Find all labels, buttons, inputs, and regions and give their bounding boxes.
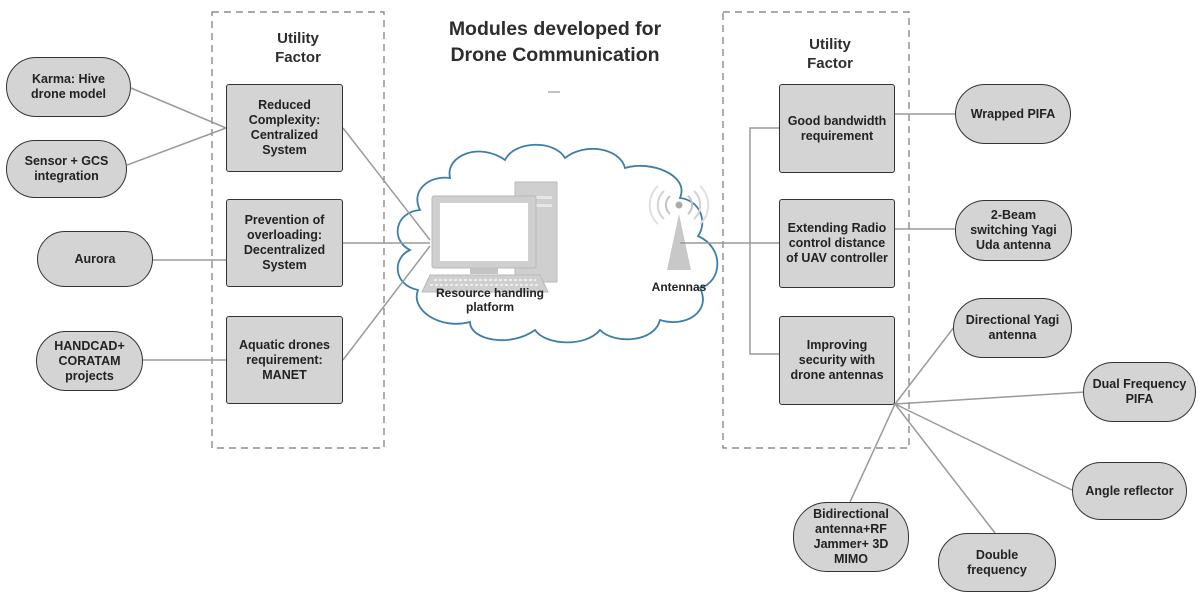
left-group-heading: Utility Factor — [248, 29, 348, 67]
node-text-line: switching Yagi — [970, 223, 1057, 237]
node-text-line: overloading: — [246, 228, 322, 242]
factor-security-antennas: Improving security with drone antennas — [779, 316, 895, 405]
node-text-line: Karma: Hive — [32, 72, 105, 86]
source-aurora: Aurora — [37, 231, 153, 287]
connector-lines — [126, 87, 1086, 534]
node-text-line: 2-Beam — [990, 208, 1037, 222]
node-text-line: Angle reflector — [1085, 483, 1174, 498]
output-double-frequency: Double frequency — [938, 533, 1056, 592]
node-text-line: Aurora — [74, 251, 116, 266]
heading-line: Utility — [809, 36, 851, 53]
node-text-line: Reduced — [258, 98, 311, 112]
diagram-title: Modules developed for Drone Communicatio… — [405, 16, 705, 68]
antenna-icon — [648, 185, 710, 270]
heading-line: Factor — [807, 55, 853, 72]
node-text-line: Jammer+ 3D — [813, 537, 889, 551]
right-utility-group-frame — [722, 11, 910, 449]
node-text-line: control distance — [788, 236, 886, 250]
label-line: Resource handling — [435, 286, 545, 300]
output-dual-frequency-pifa: Dual Frequency PIFA — [1083, 362, 1196, 422]
node-text-line: Improving — [806, 338, 868, 352]
heading-line: Factor — [275, 49, 321, 66]
node-text-line: drone model — [30, 87, 106, 101]
source-karma-hive: Karma: Hive drone model — [6, 57, 131, 117]
node-text-line: Aquatic drones — [239, 337, 330, 352]
node-text-line: projects — [65, 368, 114, 383]
node-text-line: antenna+RF — [815, 522, 887, 536]
right-group-heading: Utility Factor — [780, 35, 880, 73]
node-text-line: MANET — [262, 367, 307, 382]
node-text-line: Dual Frequency — [1092, 377, 1187, 391]
node-text-line: Wrapped PIFA — [970, 106, 1056, 121]
node-text-line: CORATAM — [58, 353, 121, 368]
node-text-line: Double frequency — [967, 547, 1027, 577]
antenna-label: Antennas — [651, 280, 707, 294]
cloud-shape — [396, 143, 719, 344]
factor-manet: Aquatic drones requirement: MANET — [226, 316, 343, 404]
node-text-line: Complexity: — [248, 113, 321, 127]
node-text-line: integration — [34, 169, 99, 183]
node-text-line: HANDCAD+ — [54, 338, 125, 353]
node-text-line: requirement — [800, 128, 874, 143]
node-text-line: Uda antenna — [975, 238, 1051, 252]
node-text-line: security with — [798, 353, 876, 367]
diagram-title-line: Modules developed for — [448, 18, 662, 40]
source-handcad-coratam: HANDCAD+ CORATAM projects — [36, 331, 143, 391]
computer-icon — [421, 181, 558, 293]
node-text-line: drone antennas — [790, 368, 884, 382]
output-angle-reflector: Angle reflector — [1072, 462, 1187, 520]
node-text-line: Sensor + GCS — [24, 154, 109, 168]
node-text-line: Extending Radio — [787, 221, 887, 235]
node-text-line: requirement: — [246, 352, 323, 367]
node-text-line: System — [262, 143, 307, 157]
node-text-line: System — [262, 258, 307, 272]
diagram-title-line: Drone Communication — [450, 44, 660, 66]
node-text-line: PIFA — [1125, 392, 1154, 406]
node-text-line: MIMO — [833, 552, 869, 566]
node-text-line: Centralized — [250, 128, 319, 142]
output-2-beam-yagi: 2-Beam switching Yagi Uda antenna — [955, 200, 1072, 261]
node-text-line: Bidirectional — [813, 507, 889, 521]
output-directional-yagi: Directional Yagi antenna — [953, 298, 1072, 358]
computer-label: Resource handling platform — [425, 286, 555, 314]
node-text-line: Good bandwidth — [787, 113, 887, 128]
node-text-line: Directional Yagi — [965, 313, 1060, 327]
factor-good-bandwidth: Good bandwidth requirement — [779, 84, 895, 173]
node-text-line: Decentralized — [243, 243, 326, 257]
factor-radio-control-distance: Extending Radio control distance of UAV … — [779, 199, 895, 288]
factor-decentralized-system: Prevention of overloading: Decentralized… — [226, 199, 343, 287]
output-bidirectional-jammer-mimo: Bidirectional antenna+RF Jammer+ 3D MIMO — [793, 502, 909, 572]
heading-line: Utility — [277, 30, 319, 47]
source-sensor-gcs: Sensor + GCS integration — [6, 140, 127, 198]
output-wrapped-pifa: Wrapped PIFA — [955, 84, 1071, 144]
node-text-line: Prevention of — [244, 213, 325, 227]
node-text-line: antenna — [988, 328, 1037, 342]
factor-centralized-system: Reduced Complexity: Centralized System — [226, 84, 343, 172]
node-text-line: of UAV controller — [786, 251, 888, 265]
label-line: platform — [466, 300, 514, 314]
left-utility-group-frame — [211, 11, 385, 449]
